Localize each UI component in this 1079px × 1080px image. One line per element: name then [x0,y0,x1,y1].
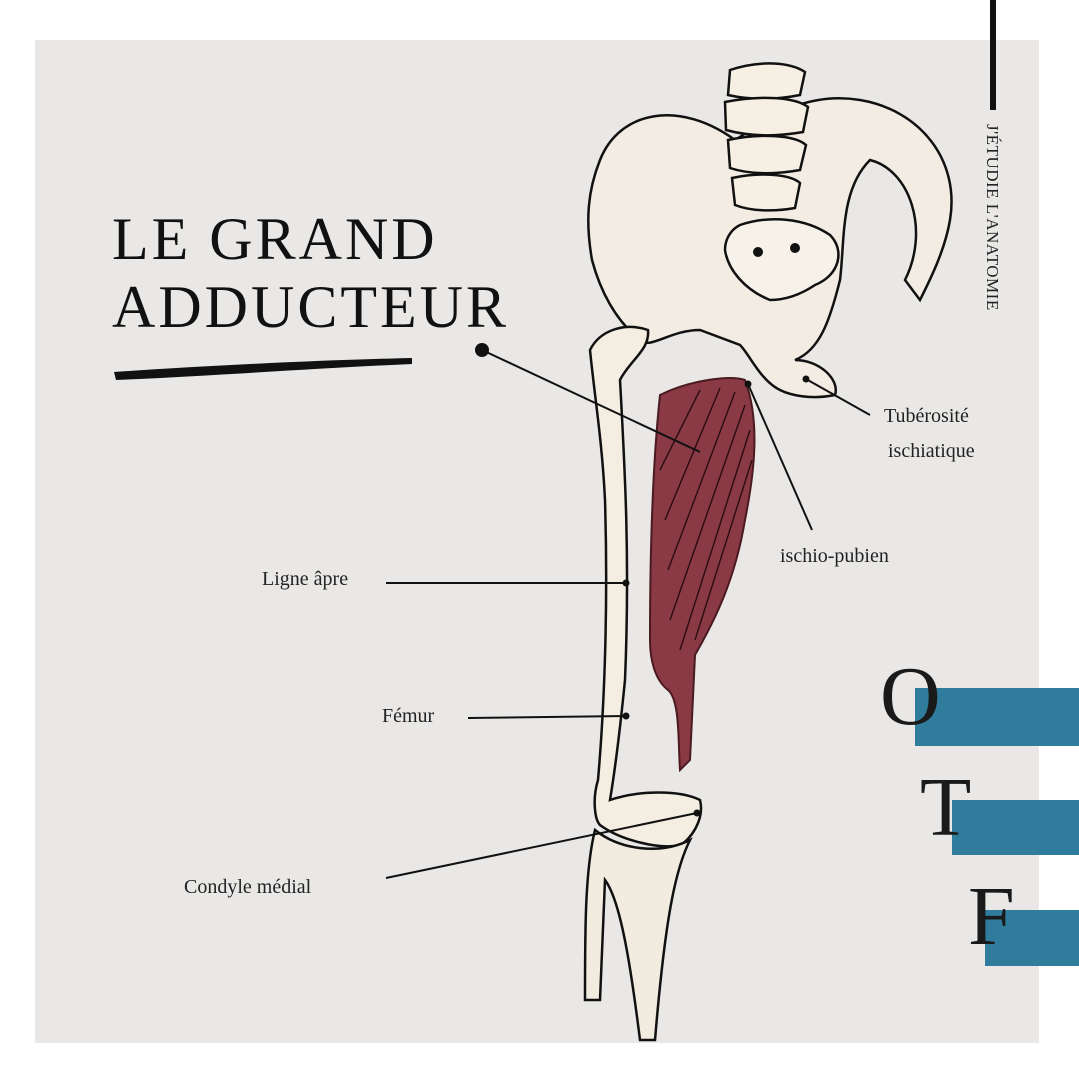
logo-letter-f: F [968,870,1015,963]
logo-letter-t: T [920,761,972,854]
title-line-1: LE GRAND [112,206,438,272]
tibia [583,827,693,1042]
label-tuberosite-line1: Tubérosité [884,405,969,427]
logo-block-t [952,800,1079,855]
side-caption: J'ÉTUDIE L'ANATOMIE [983,124,1002,311]
adductor-magnus-muscle [648,377,756,773]
sacrum [723,218,840,302]
label-condyle: Condyle médial [184,876,312,898]
label-ligne-apre: Ligne âpre [262,568,349,590]
page-title: LE GRAND ADDUCTEUR [112,205,509,341]
title-line-2: ADDUCTEUR [112,274,509,340]
logo-letter-o: O [880,650,941,743]
vertebrae [723,62,810,212]
title-pointer-line [481,349,701,453]
leader-condyle [385,812,698,879]
logo-block-f [985,910,1079,966]
top-right-bar [990,0,996,110]
logo-block-o [915,688,1079,746]
label-tuberosite-line2: ischiatique [888,440,975,462]
leader-femur [467,715,627,719]
leader-tuberosite [805,378,871,416]
label-femur: Fémur [382,705,435,727]
label-ischio-pubien: ischio-pubien [780,545,889,567]
leader-ischio-pubien [747,383,813,531]
title-pointer-dot [475,343,489,357]
paper-background [35,40,1039,1043]
title-underline [114,358,412,380]
